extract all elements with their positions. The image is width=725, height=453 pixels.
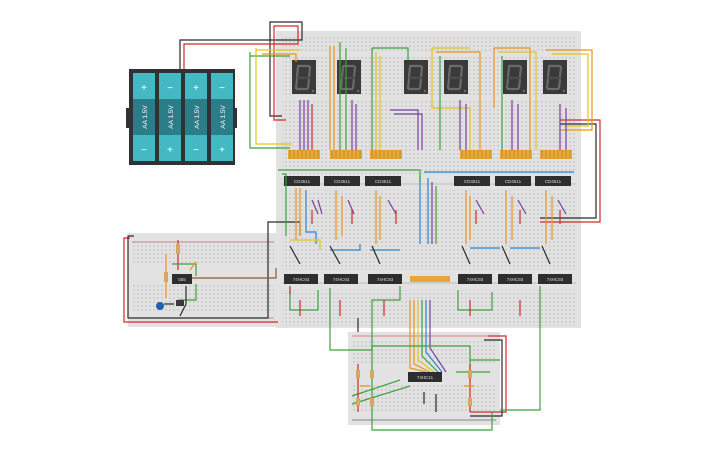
- battery-cell: + − AA 1.5V: [133, 73, 155, 161]
- logic-chip[interactable]: 74HC93: [538, 274, 572, 284]
- resistor-bank: [460, 150, 492, 159]
- resistor-bank: [288, 150, 320, 159]
- lower-resistors: [356, 370, 472, 406]
- counter-chip-label: CD4511: [375, 179, 392, 184]
- logic-chip-label: 74HC93: [547, 277, 564, 282]
- counter-chip-label: CD4511: [334, 179, 351, 184]
- seven-segment-display[interactable]: [404, 60, 428, 94]
- logic-chip-label: 74HC93: [377, 277, 394, 282]
- logic-wiring: [278, 169, 574, 265]
- battery-cell-label: AA 1.5V: [220, 105, 227, 129]
- display-wire-bundles: [249, 42, 593, 150]
- resistor-bank: [540, 150, 572, 159]
- left-breadboard[interactable]: [128, 233, 278, 327]
- counter-chip[interactable]: CD4511: [454, 176, 490, 186]
- counter-chip[interactable]: CD4511: [495, 176, 531, 186]
- battery-terminal-sign: −: [219, 83, 225, 94]
- logic-chip-label: 74HC93: [467, 277, 484, 282]
- timer-circuit[interactable]: 555: [172, 274, 192, 284]
- battery-cell-label: AA 1.5V: [142, 105, 149, 129]
- logic-chip[interactable]: 74HC93: [284, 274, 318, 284]
- logic-chip[interactable]: 74HC93: [498, 274, 532, 284]
- resistor-bank: [330, 150, 362, 159]
- lower-breadboard[interactable]: [348, 332, 500, 425]
- seven-segment-display[interactable]: [337, 60, 361, 94]
- logic-chip[interactable]: 74HC93: [458, 274, 492, 284]
- battery-terminal-sign: +: [193, 83, 199, 94]
- battery-cell: + − AA 1.5V: [185, 73, 207, 161]
- timer-chip-label: 555: [178, 277, 186, 282]
- lower-chip[interactable]: 74HC11: [408, 372, 442, 382]
- timer-resistors: [164, 244, 184, 306]
- counter-chip[interactable]: CD4511: [365, 176, 401, 186]
- battery-terminal-sign: −: [193, 145, 199, 156]
- seven-segment-display[interactable]: [503, 60, 527, 94]
- logic-chip-label: 74HC93: [293, 277, 310, 282]
- lower-wiring: [289, 286, 541, 411]
- resistor-bank: [370, 150, 402, 159]
- logic-chip[interactable]: 74HC93: [324, 274, 358, 284]
- battery-terminal-sign: −: [167, 83, 173, 94]
- logic-chip-label: 74HC93: [507, 277, 524, 282]
- battery-cell: − + AA 1.5V: [211, 73, 233, 161]
- counter-chip[interactable]: CD4511: [535, 176, 571, 186]
- seven-segment-display[interactable]: [543, 60, 567, 94]
- battery-terminal-sign: +: [141, 83, 147, 94]
- counter-chip[interactable]: CD4511: [284, 176, 320, 186]
- seven-segment-display[interactable]: [292, 60, 316, 94]
- battery-cell: − + AA 1.5V: [159, 73, 181, 161]
- blue-led: [156, 302, 164, 310]
- counter-chip-label: CD4511: [294, 179, 311, 184]
- logic-chip-label: 74HC93: [333, 277, 350, 282]
- battery-terminal-sign: +: [219, 145, 225, 156]
- counter-chip-label: CD4511: [464, 179, 481, 184]
- battery-cell-label: AA 1.5V: [194, 105, 201, 129]
- logic-chip[interactable]: 74HC93: [368, 274, 402, 284]
- resistor-bank: [500, 150, 532, 159]
- counter-chip[interactable]: CD4511: [324, 176, 360, 186]
- battery-cell-label: AA 1.5V: [168, 105, 175, 129]
- battery-terminal-sign: +: [167, 145, 173, 156]
- counter-chip-label: CD4511: [505, 179, 522, 184]
- middle-resistor-strip: [410, 276, 450, 282]
- lower-chip-label: 74HC11: [417, 375, 434, 380]
- seven-segment-display[interactable]: [444, 60, 468, 94]
- counter-chip-label: CD4511: [545, 179, 562, 184]
- battery-terminal-sign: −: [141, 145, 147, 156]
